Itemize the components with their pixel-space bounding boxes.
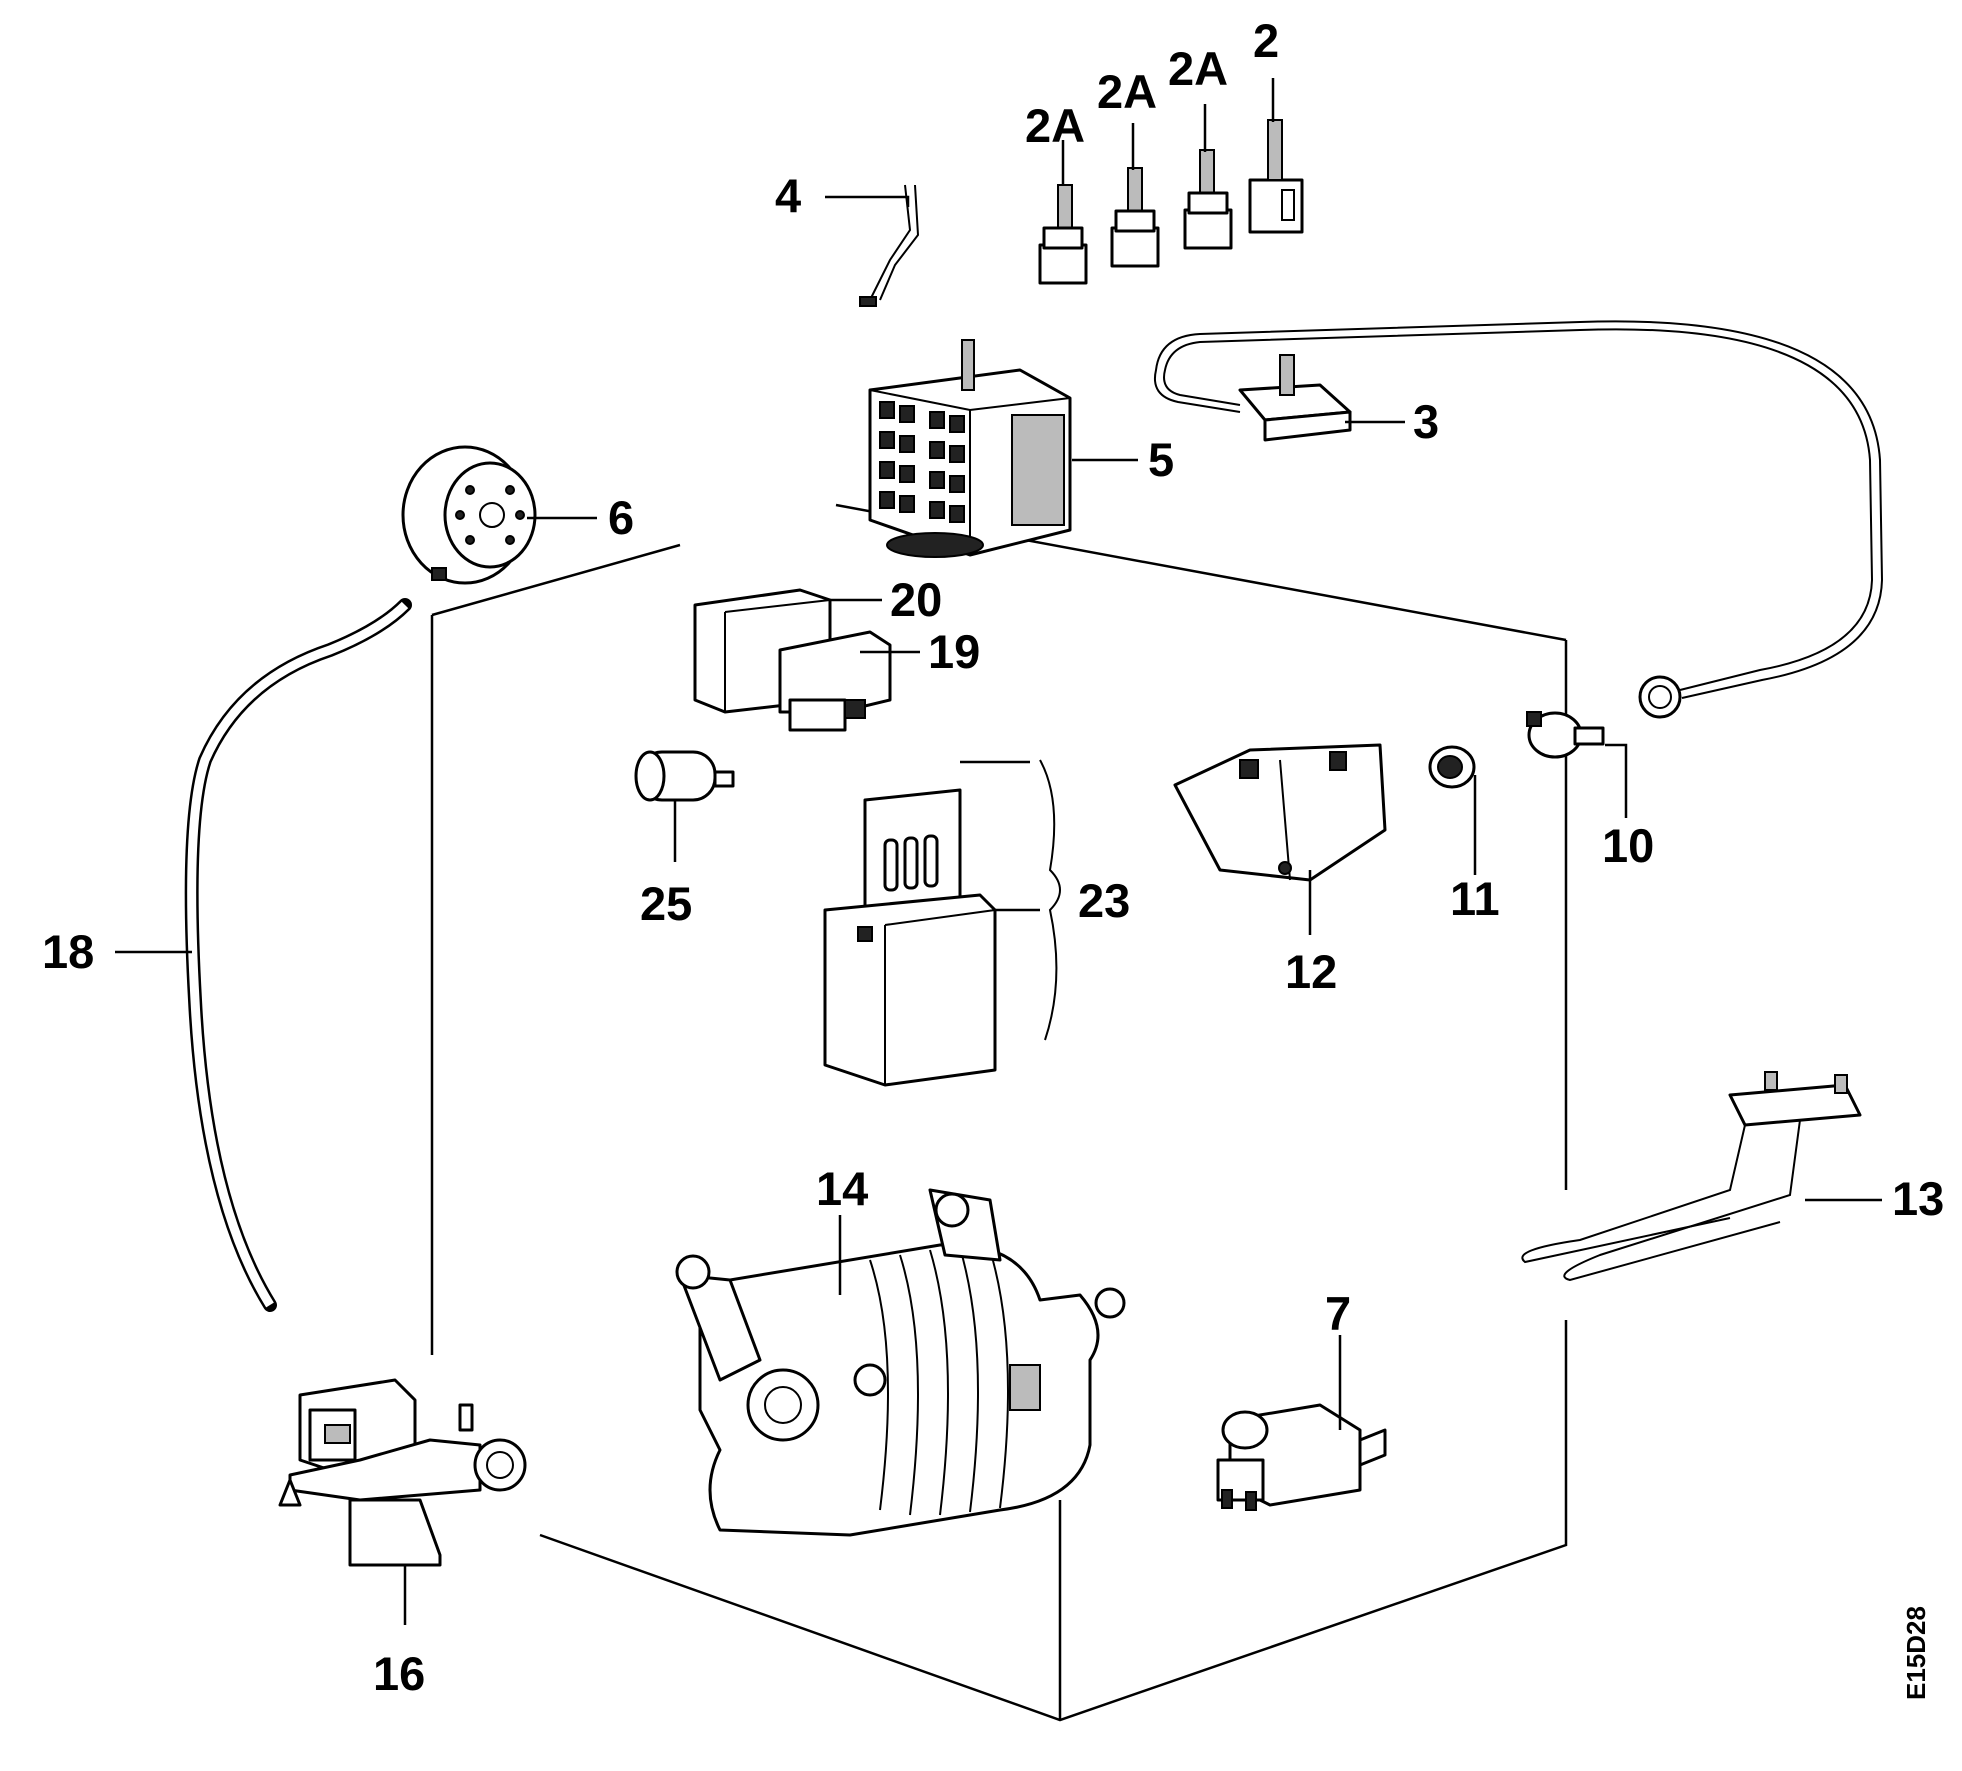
switch-2a-3 — [1183, 149, 1233, 250]
grommet-part-11 — [1428, 745, 1476, 789]
label-7: 7 — [1325, 1287, 1351, 1340]
drain-pump-part-16 — [278, 1378, 527, 1567]
switch-2a-1 — [1038, 184, 1088, 285]
timer-part-5 — [868, 339, 1072, 558]
heater-part-13 — [1521, 1071, 1862, 1282]
pressure-switch-part-12 — [1173, 743, 1387, 882]
part-number-labels: 2A 2A 2A 2 4 5 3 6 20 19 25 23 12 11 10 … — [42, 14, 1944, 1700]
pump-part-6 — [401, 445, 537, 585]
label-25: 25 — [640, 877, 692, 930]
capacitor-part-25 — [634, 750, 735, 802]
label-5: 5 — [1148, 433, 1174, 486]
label-6: 6 — [608, 491, 634, 544]
valve-part-7 — [1216, 1403, 1387, 1511]
hose-part-18 — [184, 598, 412, 1312]
label-3: 3 — [1413, 395, 1439, 448]
cable-part-4 — [859, 184, 920, 307]
drawing-code: E15D28 — [1901, 1606, 1931, 1700]
label-18: 18 — [42, 925, 94, 978]
label-2: 2 — [1253, 14, 1279, 67]
door-lock-part-19 — [778, 630, 892, 732]
switch-2a-2 — [1110, 167, 1160, 268]
board-part-23 — [823, 759, 1061, 1087]
switch-2 — [1248, 119, 1304, 234]
label-16: 16 — [373, 1647, 425, 1700]
label-2a-3: 2A — [1168, 42, 1228, 95]
label-11: 11 — [1450, 872, 1500, 925]
label-2a-1: 2A — [1025, 99, 1085, 152]
label-19: 19 — [928, 625, 980, 678]
label-2a-2: 2A — [1097, 65, 1157, 118]
label-23: 23 — [1078, 874, 1130, 927]
label-20: 20 — [890, 573, 942, 626]
motor-part-14 — [675, 1188, 1126, 1537]
sensor-part-10 — [1526, 711, 1605, 759]
cabinet-outline — [430, 503, 1568, 1722]
label-13: 13 — [1892, 1172, 1944, 1225]
label-12: 12 — [1285, 945, 1337, 998]
thermostat-part-3 — [1154, 320, 1884, 719]
label-10: 10 — [1602, 819, 1654, 872]
leader-lines — [115, 78, 1882, 1625]
label-4: 4 — [775, 169, 801, 222]
label-14: 14 — [816, 1162, 868, 1215]
